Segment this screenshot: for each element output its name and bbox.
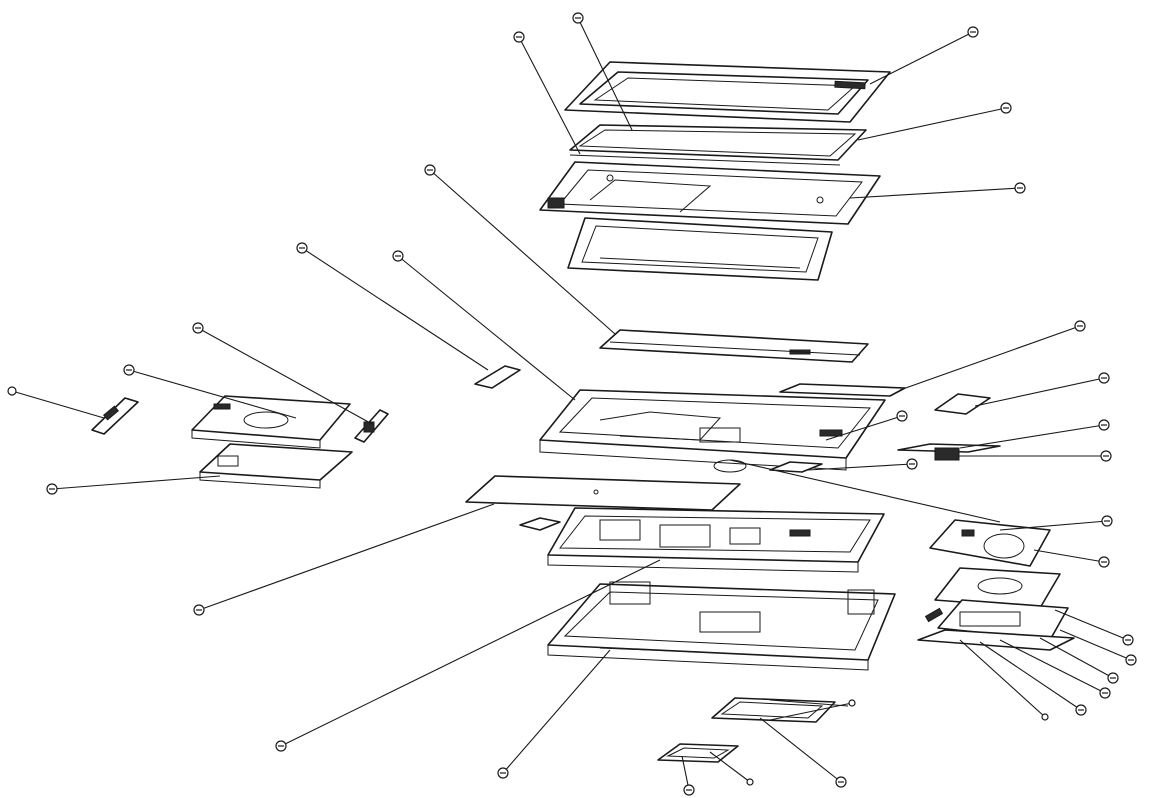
screw-set [657,743,739,763]
callout-bubble [123,364,135,376]
callout-bubble [906,458,918,470]
callout-bubble [392,250,404,262]
optical-drive [191,395,351,449]
callout-bubble [1125,654,1137,666]
lcd-panel [569,124,867,166]
callout-bubble [46,483,58,495]
callout-leaders [11,17,1132,791]
bottom-case [547,581,896,671]
bluetooth-module [897,443,1001,461]
callout-bubble [1101,515,1113,527]
callout-bubble [1098,419,1110,431]
top-cover [539,383,906,471]
speaker-cover [91,397,139,435]
modem-board [934,393,991,415]
callout-bubble [746,778,754,786]
callout-bubble [967,26,979,38]
callout-bubble [497,767,509,779]
callout-bubble [7,386,17,396]
callout-bubble [275,740,287,752]
callout-bubble [835,776,847,788]
optical-drive-bezel [199,443,353,489]
keyboard [465,475,741,511]
callout-bubble [1098,372,1110,384]
main-board [519,507,885,573]
callout-bubble [424,164,436,176]
io-bracket [354,409,389,443]
cpu-fan [929,519,1051,567]
callout-bubble [848,699,856,707]
callout-bubble [1099,687,1111,699]
callout-bubble [1122,634,1134,646]
callout-bubble [1074,320,1086,332]
callout-bubble [1100,450,1112,462]
callout-bubble [296,242,308,254]
touchpad-board [713,459,823,473]
lcd-front-bezel [564,61,891,123]
callout-bubble [1041,713,1049,721]
callout-bubble [192,322,204,334]
callout-bubble [513,31,525,43]
callout-bubble [683,784,695,796]
callout-bubble [1098,556,1110,568]
hdd-bracket [917,607,1075,651]
callout-bubble [1000,102,1012,114]
callout-bubble [572,12,584,24]
lcd-hinge-bracket [567,217,833,281]
lcd-cable [599,329,869,363]
callout-bubble [1075,704,1087,716]
callout-bubble [1014,182,1026,194]
callout-bubble [896,410,908,422]
callout-bubble [1107,672,1119,684]
lcd-back-cover [539,161,881,225]
memory-cover [711,697,849,723]
wlan-card [474,365,521,389]
callout-bubbles [7,12,1137,796]
callout-bubble [193,604,205,616]
